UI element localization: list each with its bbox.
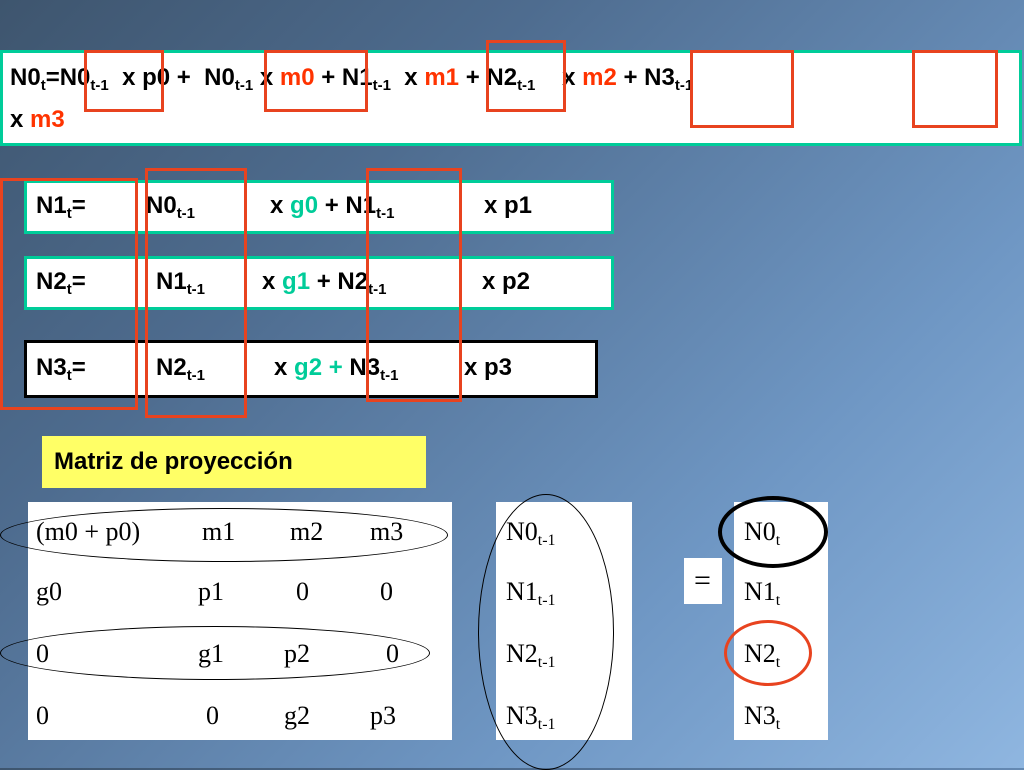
operator-text: x	[274, 354, 288, 381]
term-subscript: t-1	[368, 281, 387, 298]
highlight-rect-n0-t1	[84, 50, 164, 112]
matrix-cell: p1	[198, 577, 224, 606]
term-label: N2	[486, 64, 518, 91]
ellipse-vector-column	[478, 494, 614, 770]
term-label: N1	[36, 192, 67, 219]
plus-sign: +	[324, 192, 339, 219]
term-label: N1	[345, 192, 377, 219]
operator-text: x p2	[482, 268, 531, 295]
matrix-cell: p3	[370, 701, 396, 730]
term-subscript: t	[66, 367, 72, 384]
matrix-cell: 0	[206, 701, 219, 730]
term-label: N1	[156, 268, 187, 295]
highlight-rect-n2-t1	[690, 50, 794, 128]
matrix-cell: g0	[36, 577, 62, 606]
operator-text: x	[270, 192, 284, 219]
equation-n0-box	[0, 50, 1022, 146]
term-subscript: t-1	[380, 367, 399, 384]
term-subscript: t-1	[186, 281, 206, 298]
highlight-rect-n1-t1	[486, 40, 566, 112]
term-subscript: t-1	[376, 205, 395, 222]
plus-sign: +	[321, 64, 336, 91]
term-label: N3	[349, 354, 381, 381]
term-subscript: t	[40, 77, 46, 94]
equation-n0-line2: x m3	[10, 108, 65, 132]
equals-sign: =	[45, 64, 60, 91]
term-subscript: t-1	[176, 205, 196, 222]
vector-out-entry: N3t	[744, 701, 781, 733]
vector-out-entry: N1t	[744, 577, 781, 609]
term-subscript: t-1	[186, 367, 206, 384]
term-label: N2	[36, 268, 67, 295]
term-subscript: t-1	[90, 77, 109, 94]
coefficient-m1: m1	[424, 64, 460, 91]
operator-text: x	[10, 106, 24, 133]
highlight-column-lhs	[0, 178, 138, 410]
operator-text: x p1	[484, 192, 533, 219]
coefficient-m3: m3	[30, 106, 65, 133]
term-label: N2	[337, 268, 369, 295]
term-label: N2	[156, 354, 187, 381]
matrix-cell: 0	[296, 577, 309, 606]
equals-sign: =	[71, 192, 86, 219]
coefficient-m0: m0	[279, 64, 315, 91]
ellipse-row-1	[0, 508, 448, 562]
term-subscript: t-1	[674, 77, 694, 94]
plus-sign: +	[316, 268, 331, 295]
highlight-rect-n3-t1	[912, 50, 998, 128]
equation-n1-box	[24, 180, 614, 234]
term-subscript: t-1	[517, 77, 536, 94]
circle-n2-t	[724, 620, 812, 686]
highlight-rect-n0-t1-second	[264, 50, 368, 112]
plus-sign: +	[465, 64, 480, 91]
equals-sign: =	[694, 564, 711, 597]
coefficient-g0: g0	[290, 192, 319, 219]
term-label: N0	[146, 192, 177, 219]
plus-sign: +	[328, 354, 343, 381]
matrix-cell: 0	[36, 701, 49, 730]
term-label: N3	[36, 354, 67, 381]
coefficient-g2: g2	[294, 354, 323, 381]
equation-n2-box	[24, 256, 614, 310]
term-subscript: t-1	[372, 77, 391, 94]
coefficient-m2: m2	[582, 64, 617, 91]
coefficient-g1: g1	[282, 268, 311, 295]
highlight-column-first-terms	[145, 168, 247, 418]
term-subscript: t-1	[234, 77, 254, 94]
term-subscript: t	[66, 205, 72, 222]
term-label: N0	[10, 64, 41, 91]
matrix-cell: 0	[380, 577, 393, 606]
equals-sign: =	[71, 268, 86, 295]
operator-text: x p0 +	[122, 64, 191, 91]
matrix-cell: g2	[284, 701, 310, 730]
equals-box	[684, 558, 722, 604]
operator-text: x	[404, 64, 418, 91]
projection-matrix-title: Matriz de proyección	[54, 448, 293, 475]
equation-n0-line1: N0t=N0t-1 x p0 + N0t-1 x m0 + N1t-1 x m1…	[10, 64, 693, 94]
ellipse-row-3	[0, 626, 430, 680]
term-label: N0	[204, 64, 235, 91]
equation-n3-box	[24, 340, 598, 398]
projection-matrix-title-box: Matriz de proyección	[42, 436, 426, 488]
operator-text: x p3	[464, 354, 513, 381]
circle-n0-t	[718, 496, 828, 568]
term-subscript: t	[66, 281, 72, 298]
operator-text: x	[262, 268, 276, 295]
highlight-column-second-terms	[366, 168, 462, 402]
equals-sign: =	[71, 354, 86, 381]
term-label: N3	[644, 64, 675, 91]
plus-sign: +	[623, 64, 638, 91]
